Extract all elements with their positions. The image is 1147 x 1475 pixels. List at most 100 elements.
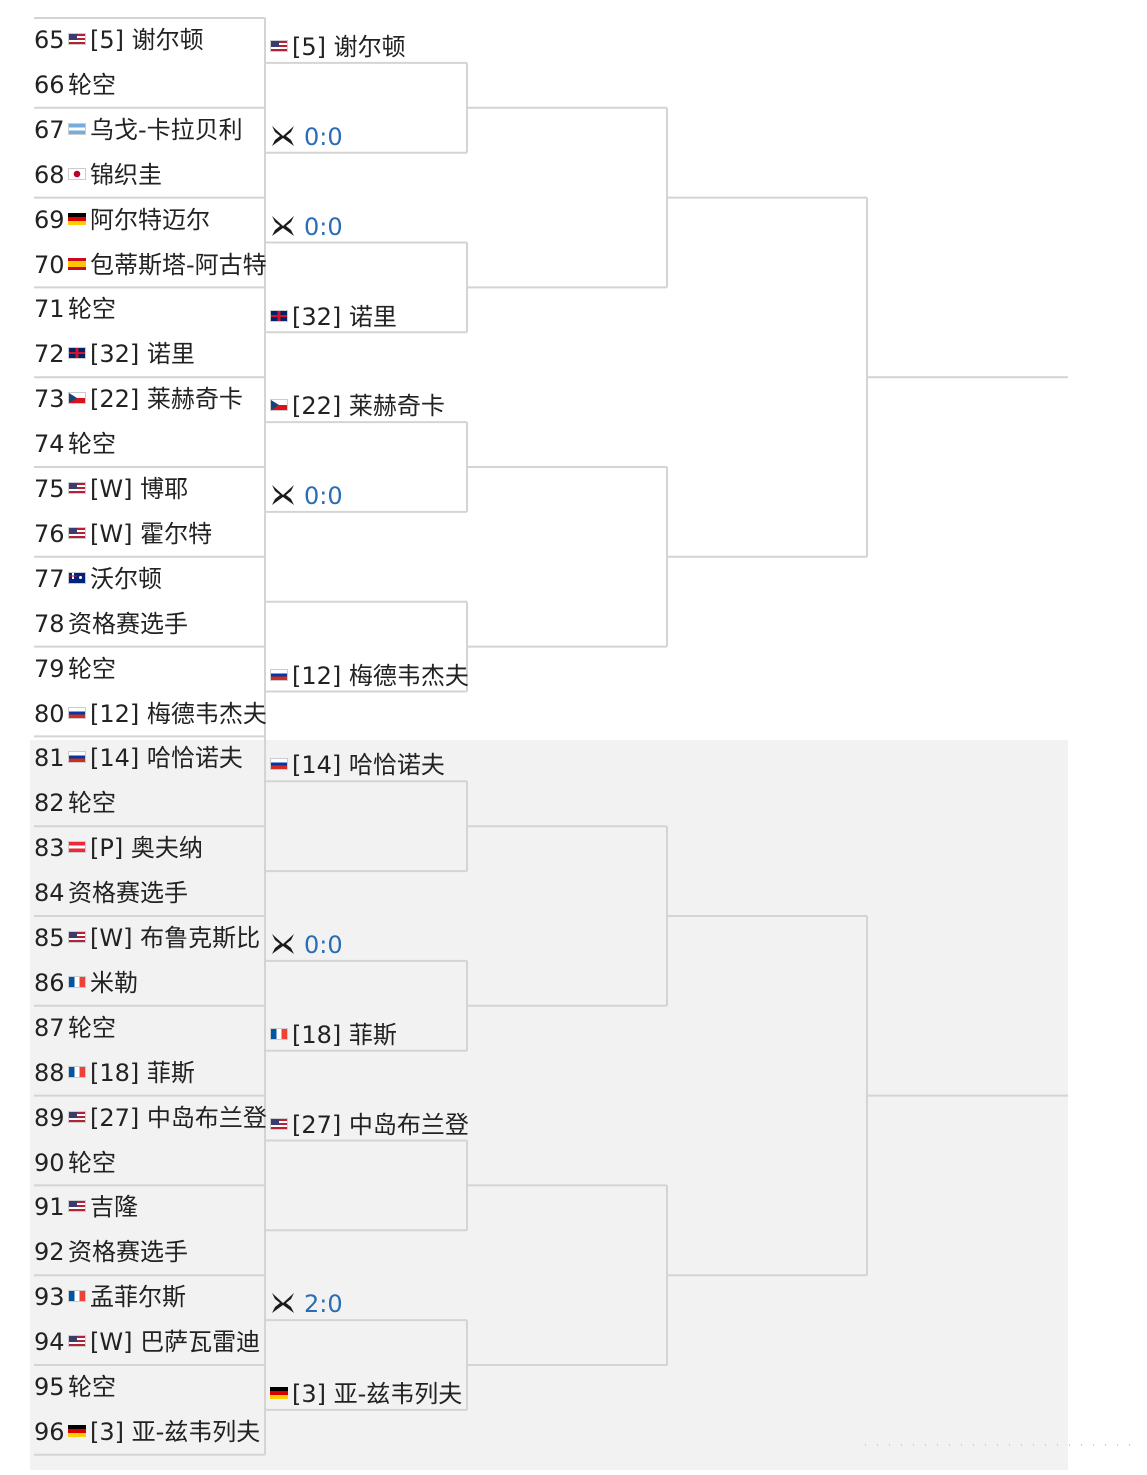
- draw-entry-76[interactable]: 76[W] 霍尔特: [34, 512, 212, 556]
- flag-at-icon: [68, 841, 86, 854]
- player-name: 轮空: [68, 295, 116, 324]
- draw-entry-65[interactable]: 65[5] 谢尔顿: [34, 18, 204, 62]
- round2-slot-13[interactable]: [27] 中岛布兰登: [270, 1110, 469, 1140]
- match-score[interactable]: 0:0: [304, 123, 343, 151]
- round2-slot-12[interactable]: [18] 菲斯: [270, 1020, 397, 1050]
- flag-us-icon: [68, 931, 86, 943]
- player-name: [27] 中岛布兰登: [90, 1103, 267, 1132]
- round2-slot-1[interactable]: [5] 谢尔顿: [270, 32, 406, 62]
- player-name: [W] 巴萨瓦雷迪: [90, 1328, 261, 1357]
- advanced-player-name: [12] 梅德韦杰夫: [292, 661, 469, 690]
- player-name: [22] 莱赫奇卡: [90, 385, 243, 414]
- player-name: 轮空: [68, 654, 116, 683]
- player-name: [W] 博耶: [90, 475, 189, 503]
- round2-slot-2[interactable]: 0:0: [270, 122, 343, 152]
- player-name: [3] 亚-兹韦列夫: [90, 1417, 261, 1446]
- crossed-rackets-icon[interactable]: [270, 483, 296, 507]
- flag-au-icon: [68, 571, 86, 584]
- advanced-player-name: [3] 亚-兹韦列夫: [292, 1380, 463, 1409]
- round2-slot-11[interactable]: 0:0: [270, 930, 343, 960]
- draw-position: 72: [34, 340, 65, 369]
- flag-gb-icon: [270, 309, 288, 322]
- advanced-player-name: [27] 中岛布兰登: [292, 1110, 469, 1139]
- flag-ru-icon: [270, 668, 288, 681]
- draw-position: 76: [34, 519, 65, 548]
- crossed-rackets-icon[interactable]: [270, 124, 296, 148]
- round2-slot-5[interactable]: [22] 莱赫奇卡: [270, 391, 445, 421]
- draw-position: 75: [34, 475, 65, 503]
- player-name: 乌戈-卡拉贝利: [90, 115, 243, 144]
- flag-ru-icon: [270, 758, 288, 771]
- draw-position: 86: [34, 968, 65, 997]
- draw-entry-85[interactable]: 85[W] 布鲁克斯比: [34, 916, 260, 960]
- round2-slot-6[interactable]: 0:0: [270, 481, 343, 511]
- crossed-rackets-icon[interactable]: [270, 1291, 296, 1315]
- draw-entry-72[interactable]: 72[32] 诺里: [34, 332, 195, 376]
- draw-entry-89[interactable]: 89[27] 中岛布兰登: [34, 1096, 267, 1140]
- draw-position: 74: [34, 430, 65, 459]
- draw-entry-83[interactable]: 83[P] 奥夫纳: [34, 826, 203, 870]
- draw-entry-88[interactable]: 88[18] 菲斯: [34, 1051, 195, 1095]
- draw-position: 79: [34, 654, 65, 683]
- flag-ar-icon: [68, 122, 86, 135]
- draw-entry-96[interactable]: 96[3] 亚-兹韦列夫: [34, 1410, 260, 1454]
- player-name: 轮空: [68, 70, 116, 99]
- scroll-indicator-icon: [865, 1444, 1135, 1446]
- section-background-top: [30, 12, 1068, 740]
- player-name: [12] 梅德韦杰夫: [90, 699, 267, 728]
- crossed-rackets-icon[interactable]: [270, 932, 296, 956]
- round2-slot-16[interactable]: [3] 亚-兹韦列夫: [270, 1379, 462, 1409]
- flag-ru-icon: [68, 706, 86, 719]
- draw-position: 92: [34, 1238, 65, 1267]
- draw-entry-94[interactable]: 94[W] 巴萨瓦雷迪: [34, 1320, 260, 1364]
- advanced-player-name: [22] 莱赫奇卡: [292, 392, 445, 421]
- flag-fr-icon: [270, 1028, 288, 1040]
- flag-cz-icon: [68, 392, 86, 405]
- draw-entry-81[interactable]: 81[14] 哈恰诺夫: [34, 736, 243, 780]
- player-name: 轮空: [68, 1013, 116, 1042]
- round2-slot-4[interactable]: [32] 诺里: [270, 302, 397, 332]
- flag-us-icon: [68, 1335, 86, 1348]
- flag-us-icon: [68, 482, 86, 494]
- flag-us-icon: [270, 40, 288, 52]
- match-score[interactable]: 0:0: [304, 212, 343, 241]
- draw-entry-73[interactable]: 73[22] 莱赫奇卡: [34, 377, 243, 421]
- round2-slot-8[interactable]: [12] 梅德韦杰夫: [270, 661, 469, 691]
- draw-position: 80: [34, 699, 65, 728]
- draw-entry-80[interactable]: 80 [12] 梅德韦杰夫: [34, 692, 267, 736]
- match-score[interactable]: 0:0: [304, 482, 343, 511]
- round2-slot-15[interactable]: 2:0: [270, 1289, 343, 1319]
- crossed-rackets-icon[interactable]: [270, 214, 296, 238]
- flag-us-icon: [68, 526, 86, 539]
- flag-fr-icon: [68, 975, 86, 988]
- match-score[interactable]: 0:0: [304, 931, 343, 959]
- draw-entry-75[interactable]: 75 [W] 博耶: [34, 467, 188, 511]
- player-name: 资格赛选手: [68, 879, 188, 908]
- draw-position: 95: [34, 1373, 65, 1401]
- advanced-player-name: [32] 诺里: [292, 302, 397, 331]
- round2-slot-3[interactable]: 0:0: [270, 212, 343, 242]
- player-name: 资格赛选手: [68, 1238, 188, 1267]
- round2-slot-9[interactable]: [14] 哈恰诺夫: [270, 750, 445, 780]
- match-score[interactable]: 2:0: [304, 1290, 343, 1319]
